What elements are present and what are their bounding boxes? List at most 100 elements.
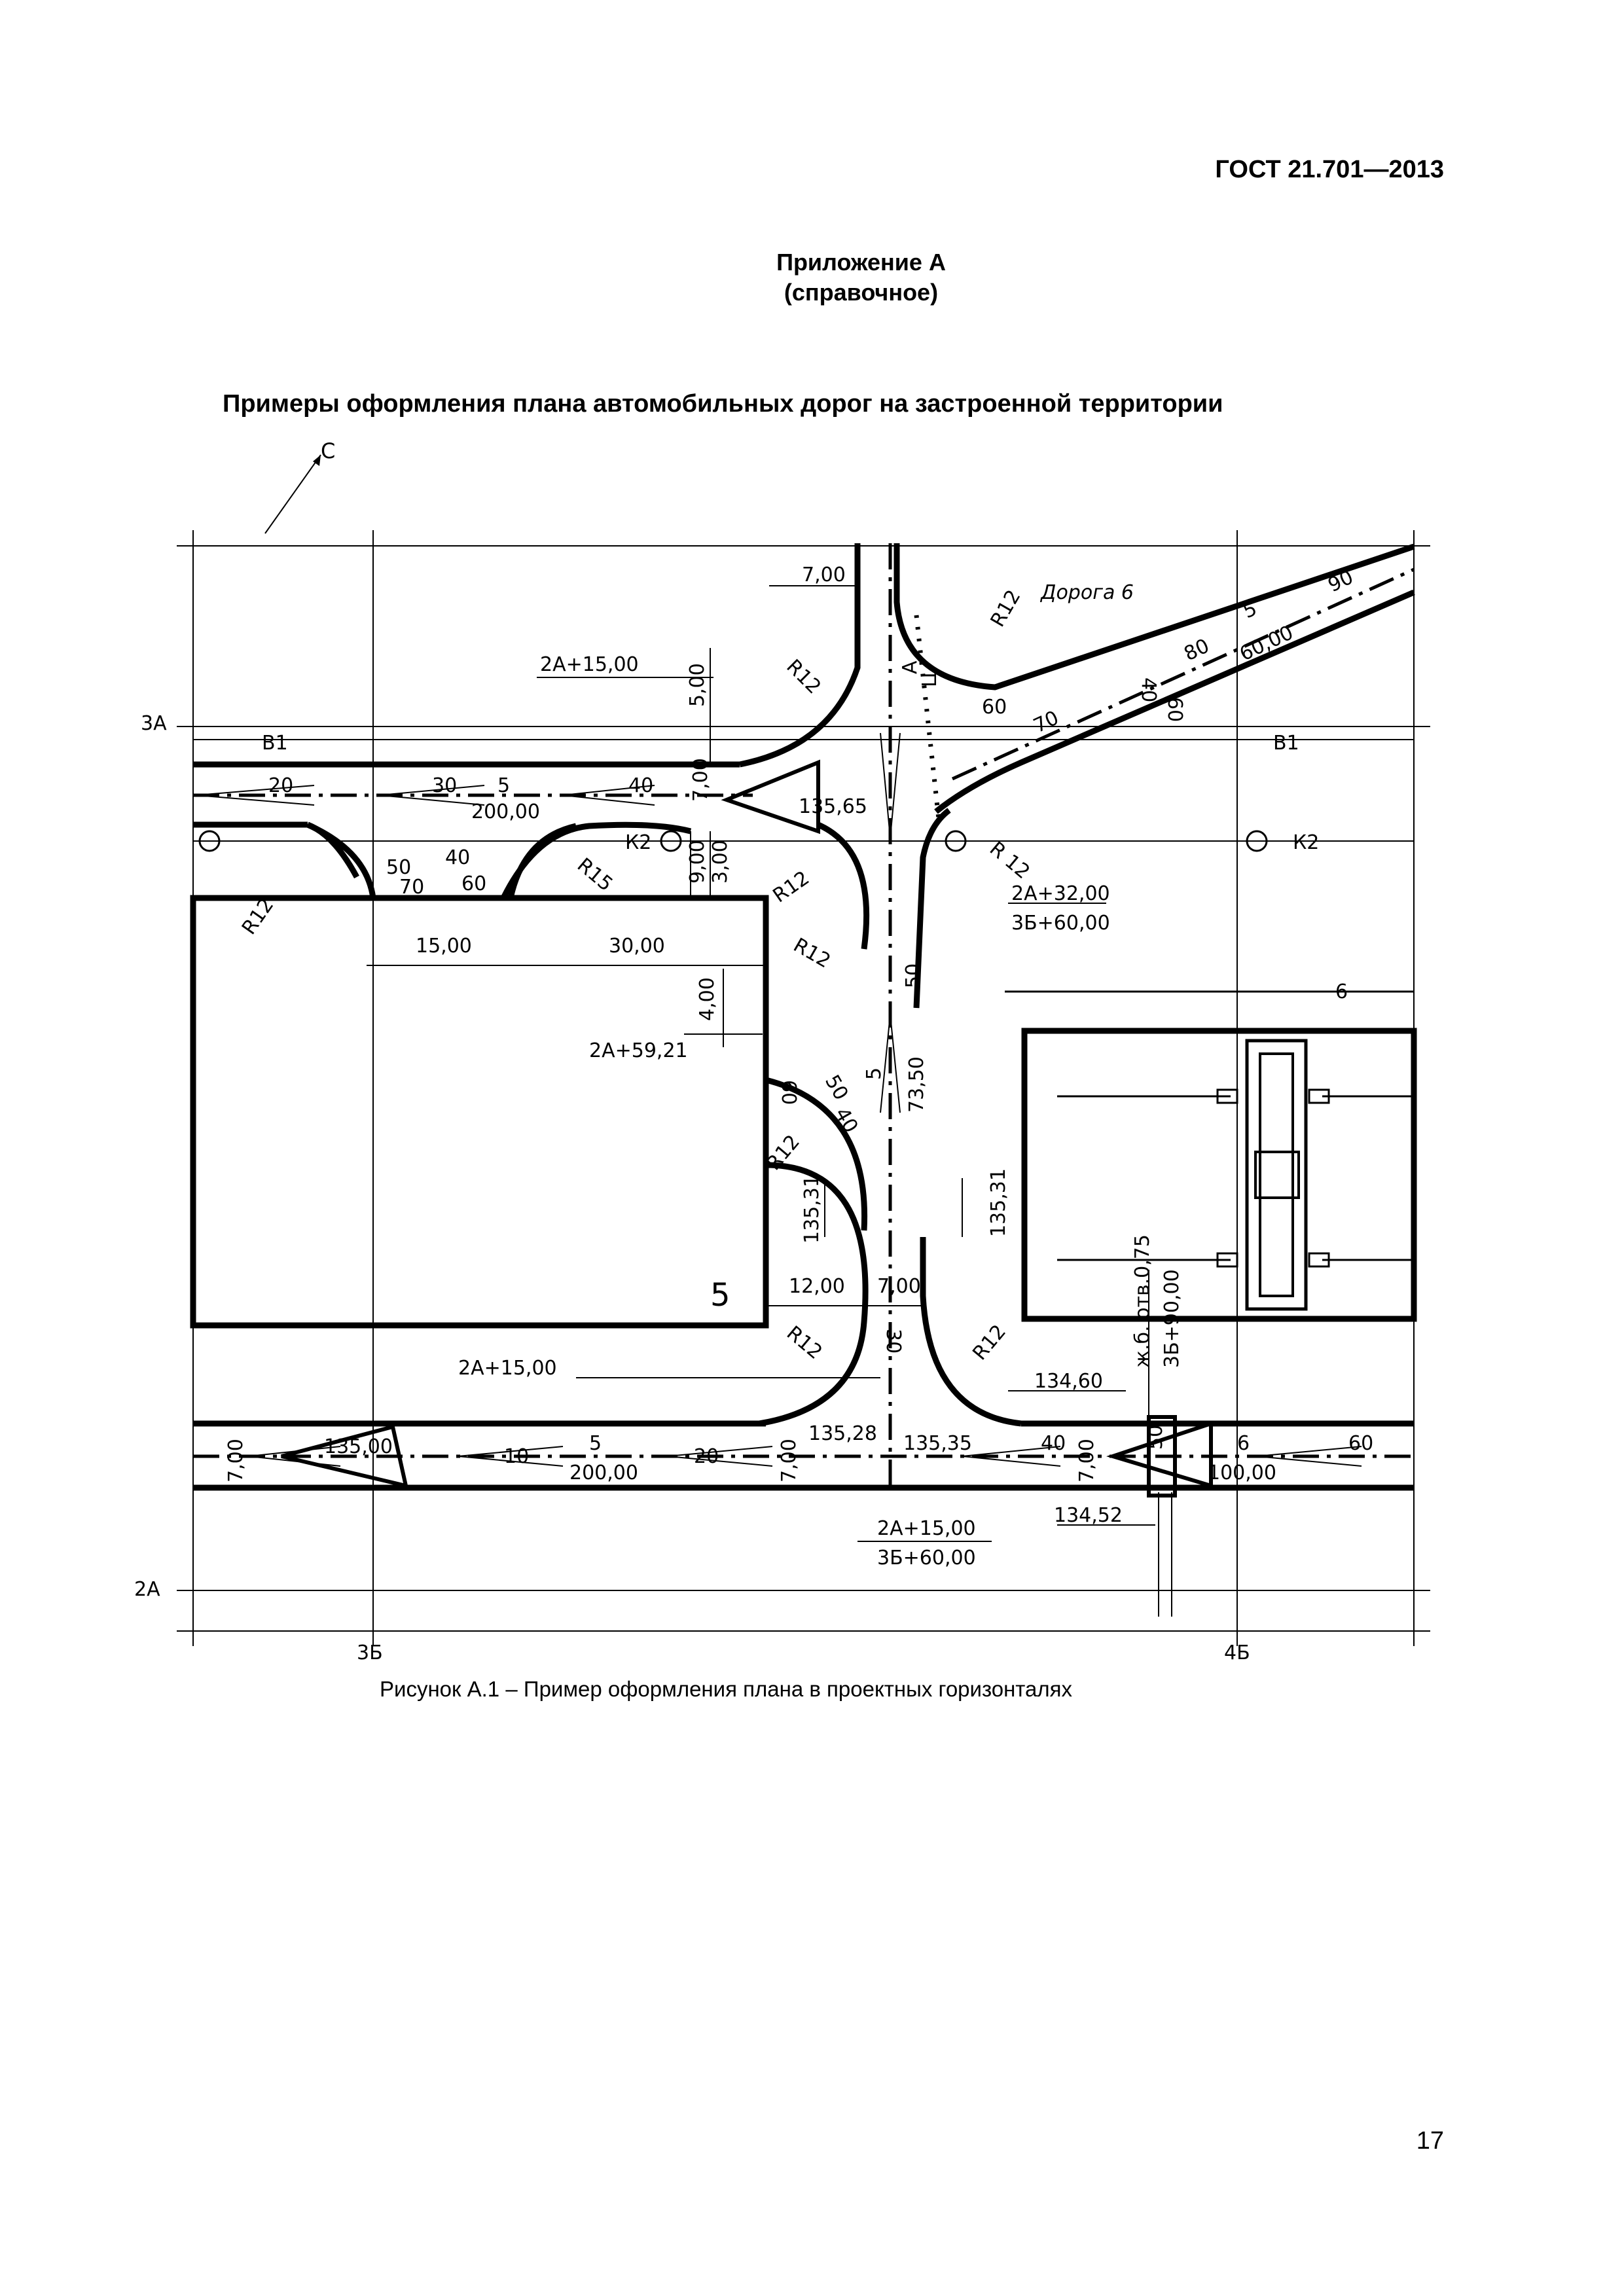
page-number: 17: [1416, 2127, 1444, 2155]
radius-r12-d: R12: [769, 867, 814, 908]
dim-200-top: 200,00: [471, 800, 540, 823]
slope-6a: 6: [1335, 980, 1348, 1003]
radius-r12-b: R12: [782, 655, 825, 698]
slope-10: 10: [504, 1445, 529, 1468]
manholes: [198, 830, 1268, 852]
dim-7-left: 7,00: [225, 1439, 247, 1482]
v1-left: В1: [262, 732, 288, 755]
dim-7-right: 7,00: [1075, 1439, 1098, 1482]
slope-30b: 30: [882, 1329, 905, 1354]
culvert: [1147, 1415, 1177, 1498]
axis-dots: [914, 615, 942, 825]
appendix-title: Приложение А: [776, 249, 946, 276]
grid-label-3a: 3А: [141, 712, 167, 735]
slope-30: 30: [432, 774, 457, 797]
slope-90: 90: [1325, 565, 1357, 597]
slope-50b: 50: [902, 963, 925, 988]
dim-73-50: 73,50: [905, 1056, 928, 1113]
axis-c-label: Ц: [918, 672, 941, 687]
dim-4: 4,00: [696, 977, 719, 1021]
slope-60e: 60: [1348, 1432, 1373, 1455]
slope-60d: 60: [1163, 697, 1186, 722]
building-5: [190, 895, 769, 1329]
appendix-subtitle: (справочное): [784, 279, 939, 306]
dim-5: 5,00: [686, 663, 709, 707]
station-3: 2А+59,21: [589, 1039, 688, 1062]
dim-3: 3,00: [709, 840, 732, 884]
dim-12: 12,00: [789, 1275, 845, 1298]
slope-arrows: [196, 732, 1362, 1467]
station-4: 2А+15,00: [458, 1357, 557, 1380]
slope-40b: 40: [445, 846, 470, 869]
radius-r12-i: R 12: [985, 837, 1034, 884]
dim-200-bot: 200,00: [569, 1462, 638, 1484]
otm-label: ж.б. отв.0,75: [1131, 1234, 1154, 1368]
slope-20: 20: [268, 774, 293, 797]
elev-134-52: 134,52: [1054, 1504, 1123, 1527]
road-name: Дорога 6: [1039, 581, 1134, 604]
north-label: С: [321, 439, 335, 463]
station-2b: 3Б+60,00: [1011, 912, 1110, 935]
equipment-frame: [1245, 1039, 1308, 1311]
north-arrow: [264, 454, 321, 534]
k2-left: К2: [625, 831, 651, 854]
slope-50d: 50: [1144, 1425, 1167, 1450]
slope-5a: 5: [497, 774, 510, 797]
elev-135-28: 135,28: [808, 1422, 877, 1445]
grid-label-4b: 4Б: [1224, 1641, 1250, 1664]
dim-top-width: 7,00: [802, 564, 846, 586]
slope-70b: 70: [1030, 706, 1062, 738]
radius-r12-g: R12: [782, 1321, 827, 1364]
slope-60c: 60: [777, 1080, 800, 1105]
radius-r12-e: R12: [789, 934, 835, 973]
elev-134-60: 134,60: [1034, 1370, 1103, 1393]
station-5b: 3Б+60,00: [877, 1547, 976, 1570]
pk-label: 3Б+90,00: [1161, 1269, 1183, 1368]
figure-title: Примеры оформления плана автомобильных д…: [223, 390, 1223, 418]
elev-135-31-right: 135,31: [987, 1168, 1010, 1237]
grid-lines: [177, 530, 1430, 1646]
slope-40a: 40: [628, 774, 653, 797]
axis-a-label: А: [899, 660, 922, 674]
dim-30: 30,00: [609, 935, 665, 958]
elev-135-31-left: 135,31: [801, 1175, 823, 1244]
standard-number: ГОСТ 21.701—2013: [1215, 156, 1444, 183]
figure-caption: Рисунок А.1 – Пример оформления плана в …: [380, 1677, 1073, 1701]
radius-r12-h: R12: [968, 1320, 1011, 1365]
station-5: 2А+15,00: [877, 1517, 976, 1540]
k2-right: К2: [1293, 831, 1319, 854]
station-2: 2А+32,00: [1011, 882, 1110, 905]
slope-40e: 40: [1041, 1432, 1066, 1455]
radius-r12-a: R12: [986, 586, 1026, 631]
road-centerlines: [193, 543, 1415, 1492]
grid-label-2a: 2А: [134, 1578, 160, 1601]
dim-15: 15,00: [416, 935, 472, 958]
slope-60a: 60: [461, 872, 486, 895]
elev-135-35: 135,35: [903, 1432, 972, 1455]
slope-6b: 6: [1237, 1432, 1250, 1455]
slope-40d: 40: [830, 1104, 862, 1138]
slope-5d: 5: [589, 1432, 602, 1455]
appendix-heading: Приложение А (справочное): [0, 247, 1624, 308]
dim-7-mid: 7,00: [778, 1439, 801, 1482]
slope-60b: 60: [982, 696, 1007, 719]
dim-9: 9,00: [686, 840, 709, 884]
slope-50a: 50: [386, 856, 411, 879]
slope-40c: 40: [1137, 677, 1160, 702]
slope-20b: 20: [694, 1445, 719, 1468]
v1-right: В1: [1273, 732, 1299, 755]
dim-7-road: 7,00: [689, 758, 712, 802]
dimension-lines: [367, 585, 1172, 1617]
elev-135-00: 135,00: [324, 1435, 393, 1458]
slope-50c: 50: [820, 1071, 852, 1105]
slope-70: 70: [399, 876, 424, 899]
radius-r15: R15: [573, 853, 617, 896]
slope-5c: 5: [863, 1067, 886, 1080]
dim-100: 100,00: [1208, 1462, 1276, 1484]
building-right: [1021, 1028, 1417, 1322]
station-1: 2А+15,00: [540, 653, 639, 676]
dim-7: 7,00: [877, 1275, 921, 1298]
building-number: 5: [710, 1277, 731, 1314]
grid-label-3b: 3Б: [357, 1641, 383, 1664]
